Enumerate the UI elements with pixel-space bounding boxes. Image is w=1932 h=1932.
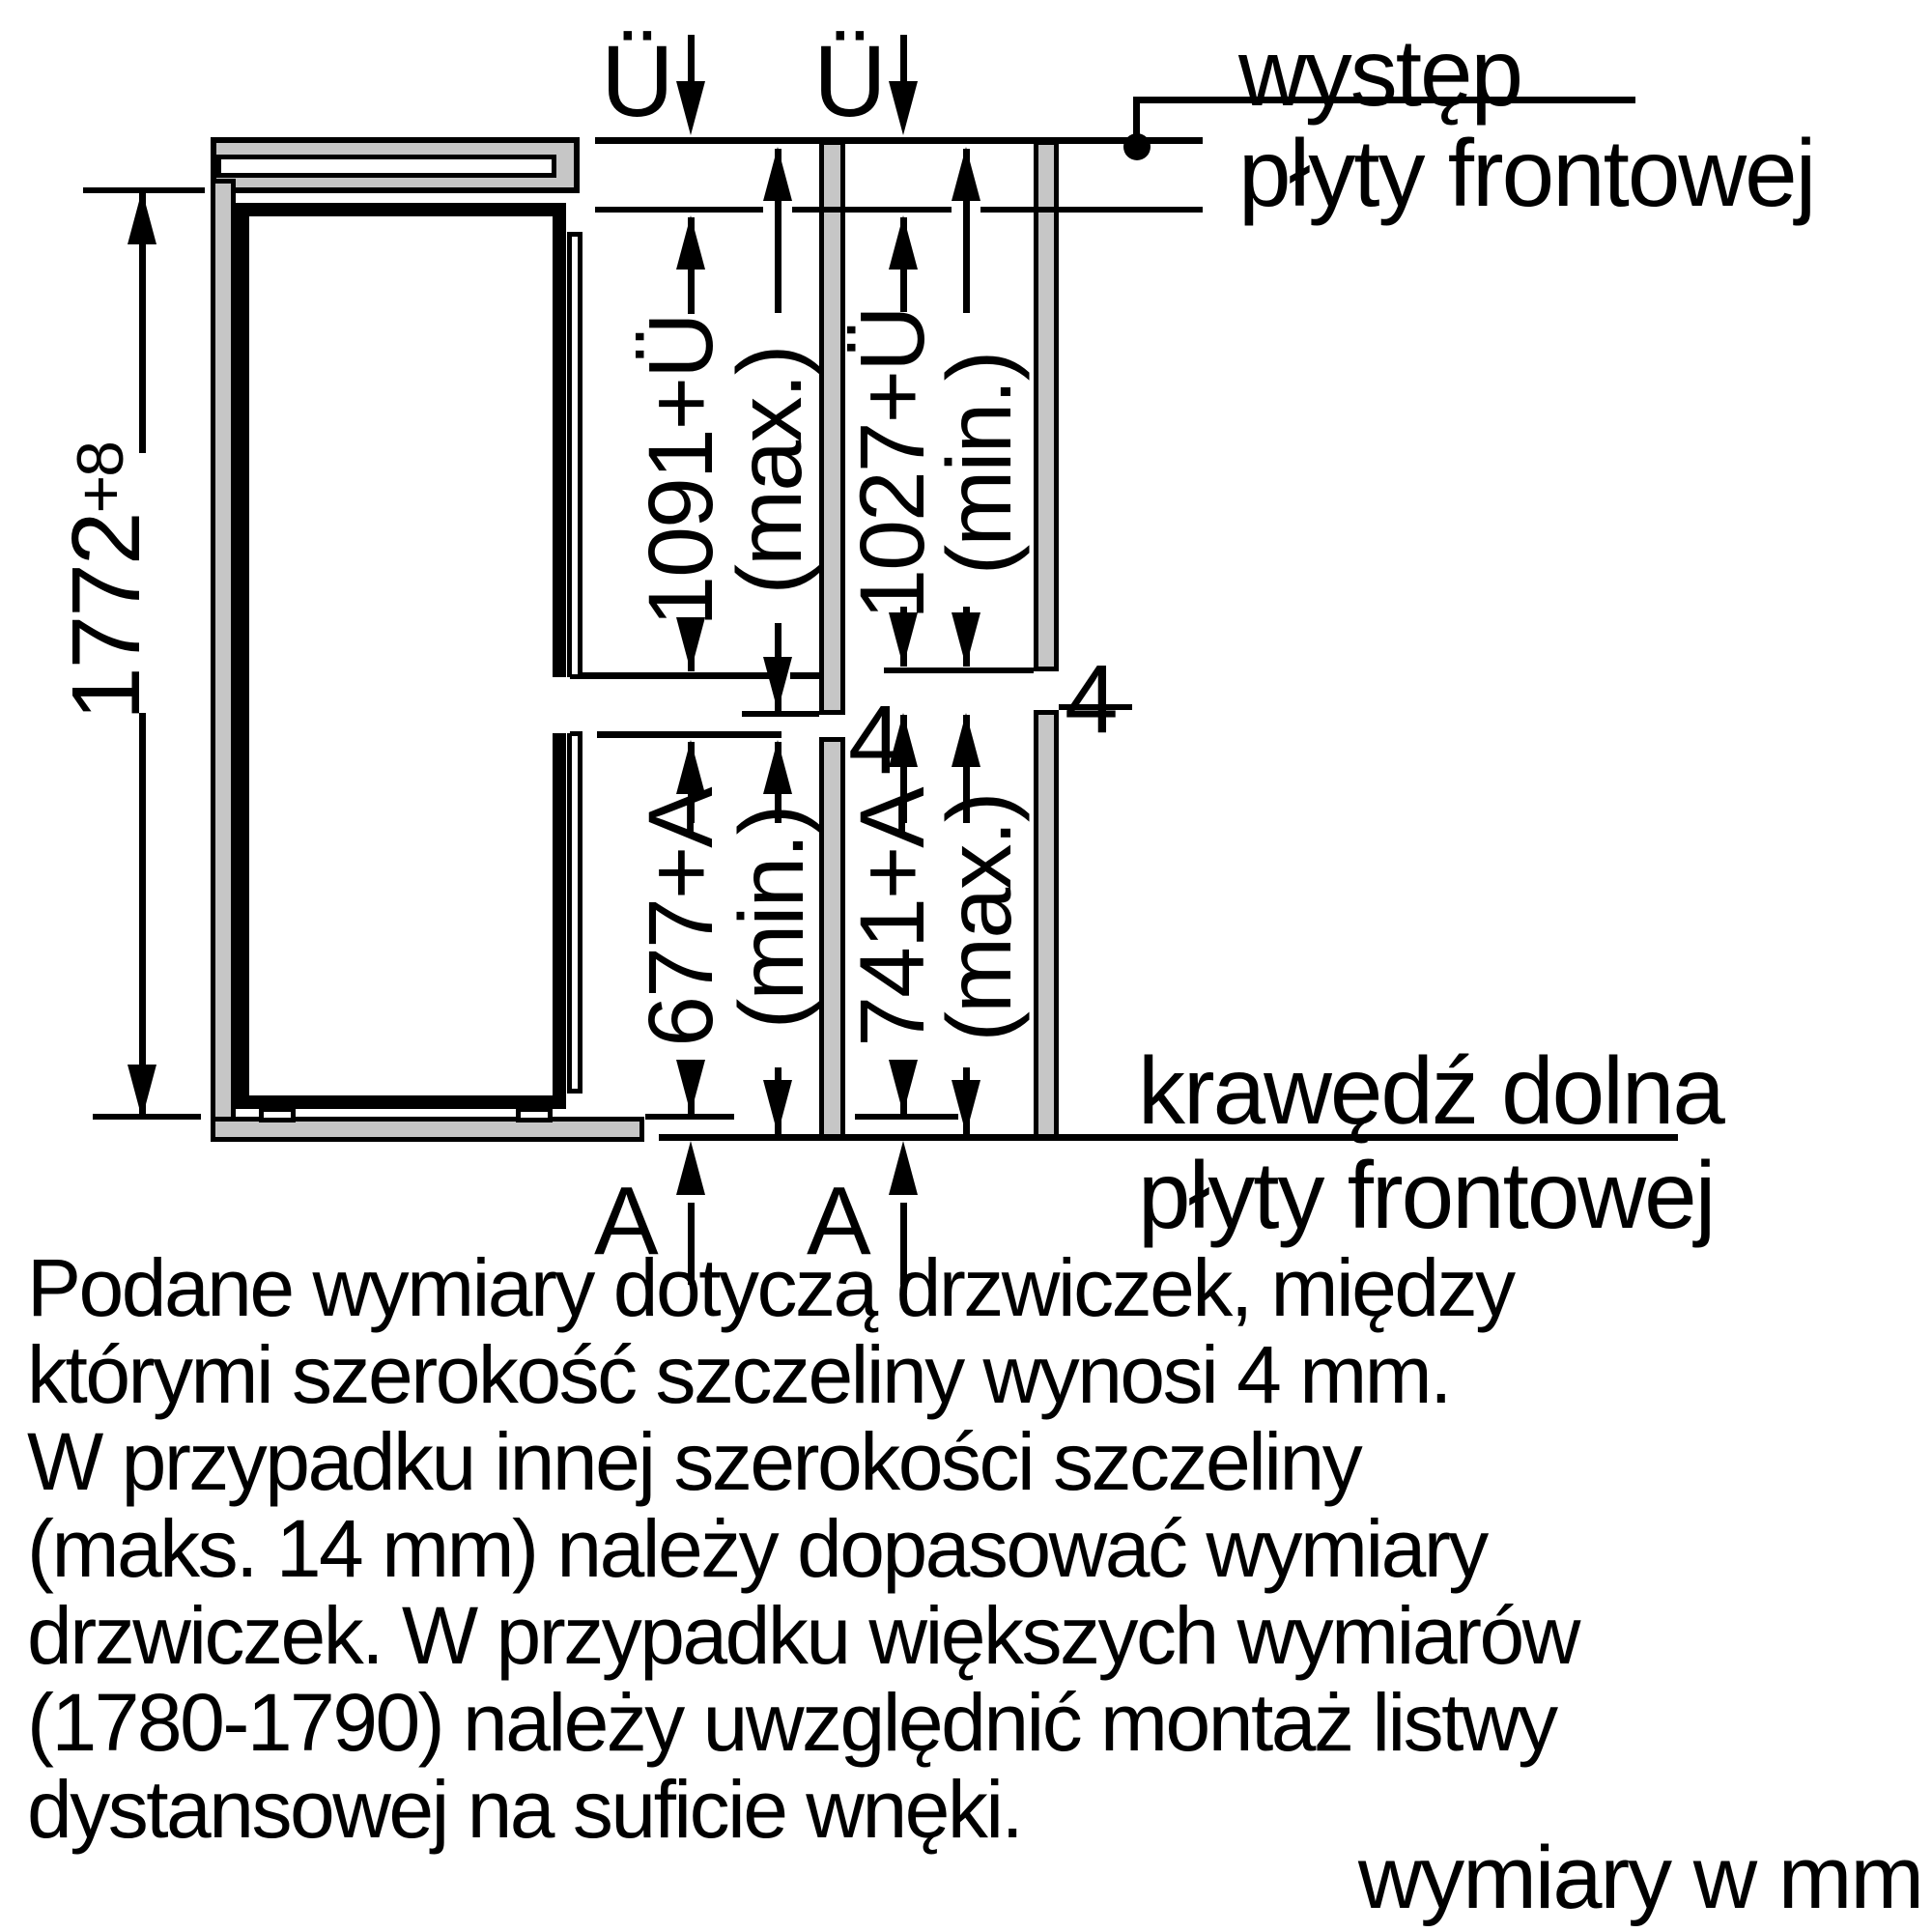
divider-bottom-line [597, 731, 781, 738]
arrow-down-icon [889, 81, 918, 135]
notes-line: W przypadku innej szerokości szczeliny [27, 1416, 1363, 1507]
arrow-up-icon [889, 215, 918, 270]
notes-line: drzwiczek. W przypadku większych wymiaró… [27, 1590, 1580, 1681]
appliance-foot-right [516, 1107, 553, 1122]
upper-door-min-qualifier: (min.) [927, 352, 1031, 576]
arrow-up-icon [763, 147, 792, 201]
front-panel-top-note-line2: płyty frontowej [1238, 120, 1816, 226]
leader-line-horizontal [1133, 97, 1635, 103]
bottom-overhang-arrow-line-2 [900, 1203, 907, 1285]
notes-line: (maks. 14 mm) należy dopasować wymiary [27, 1503, 1489, 1594]
niche-height-label: 1772+8 [52, 417, 160, 746]
front-panel-left-upper [819, 140, 845, 715]
ref-line-niche-top-2 [792, 207, 952, 213]
floor-top-tick-col1 [645, 1114, 734, 1120]
arrow-up-icon [763, 740, 792, 794]
ref-line-niche-top-1 [595, 207, 763, 213]
notes-line: dystansowej na suficie wnęki. [27, 1764, 1024, 1855]
overhang-label-2: Ü [813, 25, 887, 138]
notes-line: (1780-1790) należy uwzględnić montaż lis… [27, 1677, 1558, 1768]
front-panel-right-lower [1034, 710, 1059, 1140]
overhang-label-1: Ü [601, 25, 674, 138]
front-panel-right-upper [1034, 140, 1059, 671]
appliance-body [236, 203, 566, 1109]
niche-side-wall [211, 179, 236, 1142]
bottom-overhang-arrow-line-1 [688, 1203, 695, 1285]
front-panel-bottom-note-line2: płyty frontowej [1138, 1142, 1716, 1248]
arrow-down-icon [676, 81, 705, 135]
arrow-up-icon [128, 190, 156, 244]
bottom-overhang-label-1: A [594, 1167, 659, 1275]
upper-door-max-qualifier: (max.) [718, 346, 821, 595]
divider-top-line-2 [790, 672, 819, 679]
arrow-down-icon [889, 1060, 918, 1114]
ref-line-door-bottom [659, 1134, 1678, 1141]
niche-height-value: 1772 [51, 513, 160, 721]
lower-door-min-label: 677+A [629, 788, 732, 1047]
dim-line [963, 715, 970, 823]
arrow-up-icon [676, 1141, 705, 1195]
front-panel-left-lower [819, 737, 845, 1140]
units-note: wymiary w mm [1357, 1829, 1924, 1927]
arrow-down-icon [952, 612, 980, 667]
overhang-arrow-line-2 [900, 35, 907, 95]
gap-label-left: 4 [848, 686, 902, 794]
leader-line-vertical [1133, 97, 1140, 156]
arrow-down-icon [128, 1065, 156, 1119]
leader-dot-icon [1123, 133, 1151, 160]
divider-gap-cover [547, 677, 570, 733]
floor-top-tick-col2 [855, 1114, 958, 1120]
niche-height-line-lower [139, 713, 146, 1119]
arrow-up-icon [676, 215, 705, 270]
appliance-door-upper [567, 232, 582, 679]
arrow-down-icon [676, 1060, 705, 1114]
left-gap-top-tick [742, 711, 819, 717]
upper-door-max-label: 1091+Ü [629, 314, 732, 627]
arrow-down-icon [889, 612, 918, 667]
divider-top-line-1 [582, 672, 770, 679]
arrow-down-icon [952, 1080, 980, 1134]
appliance-foot-left [259, 1107, 296, 1122]
niche-ceiling-fold-slot [216, 155, 556, 178]
ref-line-door-top [595, 137, 1203, 144]
arrow-up-icon [952, 713, 980, 767]
bottom-overhang-label-2: A [807, 1167, 871, 1275]
arrow-down-icon [763, 657, 792, 711]
gap-label-right: 4 [1065, 645, 1119, 753]
overhang-arrow-line-1 [688, 35, 695, 95]
ref-line-niche-top-3 [980, 207, 1203, 213]
niche-height-tolerance: +8 [64, 442, 137, 514]
notes-line: Podane wymiary dotyczą drzwiczek, między [27, 1242, 1516, 1333]
appliance-door-lower [567, 731, 582, 1094]
lower-door-max-qualifier: (max.) [927, 793, 1031, 1042]
lower-door-min-qualifier: (min.) [720, 806, 823, 1030]
arrow-up-icon [952, 147, 980, 201]
arrow-up-icon [676, 740, 705, 794]
arrow-up-icon [889, 713, 918, 767]
front-panel-top-note-line1: występ [1238, 19, 1523, 126]
niche-height-line-upper [139, 190, 146, 453]
arrow-up-icon [889, 1141, 918, 1195]
notes-paragraph: Podane wymiary dotyczą drzwiczek, między… [27, 1242, 1580, 1855]
dim-line [775, 149, 781, 313]
arrow-down-icon [676, 617, 705, 671]
front-panel-bottom-note-line1: krawędź dolna [1138, 1037, 1725, 1144]
dim-line [900, 715, 907, 823]
dim-line [963, 149, 970, 313]
arrow-down-icon [763, 1080, 792, 1134]
right-gap-top-tick [884, 668, 1034, 673]
right-gap-bottom-tick [1059, 704, 1132, 710]
notes-line: którymi szerokość szczeliny wynosi 4 mm. [27, 1329, 1452, 1420]
